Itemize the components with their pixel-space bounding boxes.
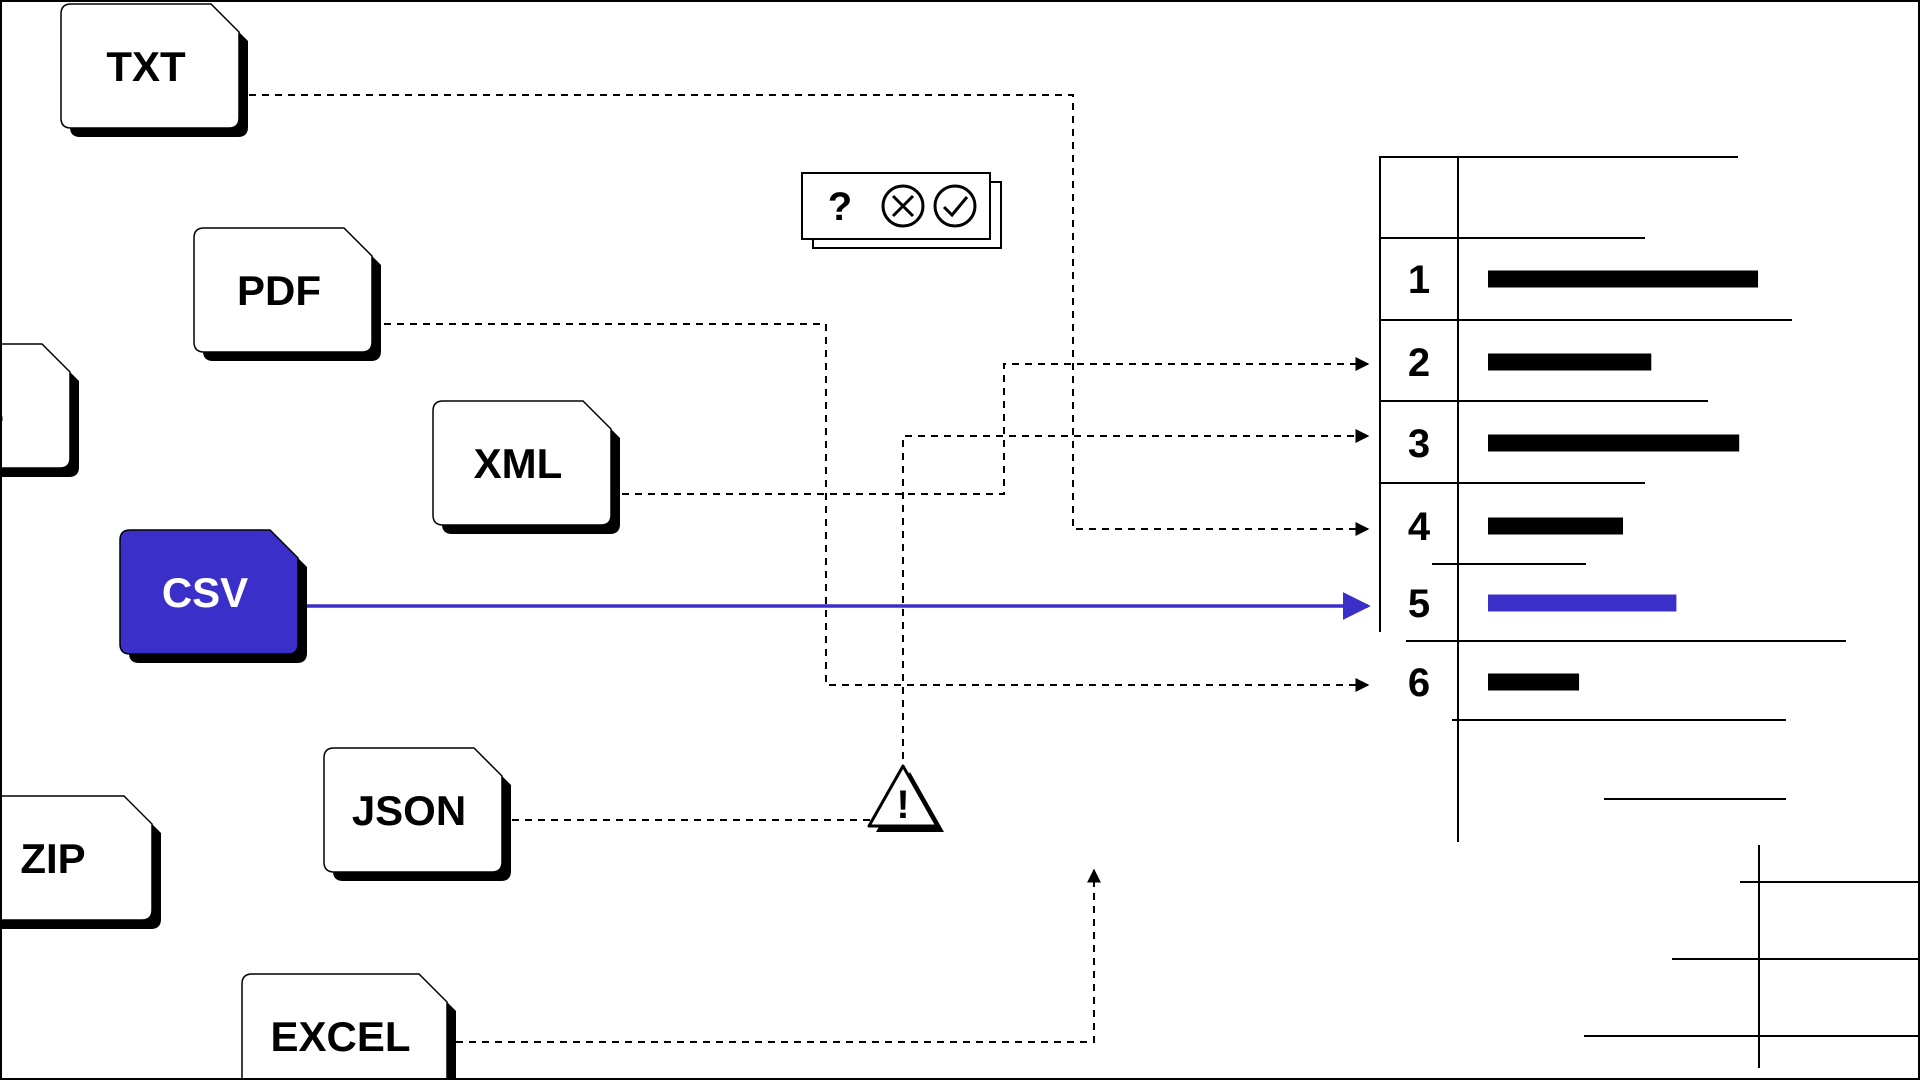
table-row: 5 [1408, 582, 1677, 626]
warning-symbol: ! [896, 783, 909, 827]
file-icon [323, 747, 503, 873]
table-rows: 1 2 3 4 5 6 [1408, 258, 1759, 705]
file-card-label: PDF [237, 267, 321, 314]
question-mark-label: ? [828, 185, 852, 229]
file-card-excel[interactable]: EXCEL [241, 973, 456, 1080]
row-bar [1488, 434, 1740, 452]
row-number: 2 [1408, 341, 1430, 385]
file-icon [119, 529, 299, 655]
file-card-label: JSON [352, 787, 466, 834]
corner-grid-lines [1584, 845, 1918, 1068]
file-card-zip[interactable]: ZIP [2, 795, 161, 929]
approve-circle-check-icon[interactable] [933, 184, 977, 228]
file-card-label: ZIP [20, 835, 85, 882]
row-bar [1488, 270, 1759, 288]
file-cards: TXT PDF EL XML CSV ZIP JSON EXCEL [2, 3, 620, 1080]
reject-circle-x-icon[interactable] [881, 184, 925, 228]
file-card-pdf[interactable]: PDF [193, 227, 381, 361]
row-number: 5 [1408, 582, 1430, 626]
table-row: 1 [1408, 258, 1759, 302]
row-number: 1 [1408, 258, 1430, 302]
connection-xml-row2 [622, 357, 1370, 495]
file-icon [432, 400, 612, 526]
file-card-csv[interactable]: CSV [119, 529, 307, 663]
file-icon [193, 227, 373, 353]
row-bar [1488, 594, 1677, 612]
table-row: 6 [1408, 661, 1580, 705]
file-card-label: EXCEL [270, 1013, 410, 1060]
file-icon [2, 343, 71, 469]
file-card-label: CSV [162, 569, 248, 616]
data-table: 1 2 3 4 5 6 [1379, 156, 1846, 842]
table-row: 3 [1408, 422, 1740, 466]
file-icon [60, 3, 240, 129]
file-icon [2, 795, 153, 921]
row-number: 3 [1408, 422, 1430, 466]
row-number: 6 [1408, 661, 1430, 705]
row-bar [1488, 673, 1580, 691]
connection-lines [249, 94, 1371, 1043]
validation-panel: ? [801, 172, 1002, 249]
connection-txt-row4 [249, 94, 1370, 536]
file-card-label: EL [2, 383, 4, 430]
row-bar [1488, 353, 1652, 371]
file-card-txt[interactable]: TXT [60, 3, 248, 137]
connection-pdf-row6 [384, 323, 1370, 692]
file-card-excel-partial[interactable]: EL [2, 343, 79, 477]
connection-warning-row3 [902, 429, 1370, 772]
file-card-label: XML [474, 440, 563, 487]
file-card-xml[interactable]: XML [432, 400, 620, 534]
connection-excel [456, 868, 1101, 1043]
row-bar [1488, 517, 1624, 535]
table-row: 4 [1408, 505, 1624, 549]
file-card-json[interactable]: JSON [323, 747, 511, 881]
warning-triangle-icon: ! [867, 764, 944, 832]
row-number: 4 [1408, 505, 1431, 549]
file-icon [241, 973, 448, 1078]
table-row: 2 [1408, 341, 1652, 385]
file-card-label: TXT [106, 43, 186, 90]
